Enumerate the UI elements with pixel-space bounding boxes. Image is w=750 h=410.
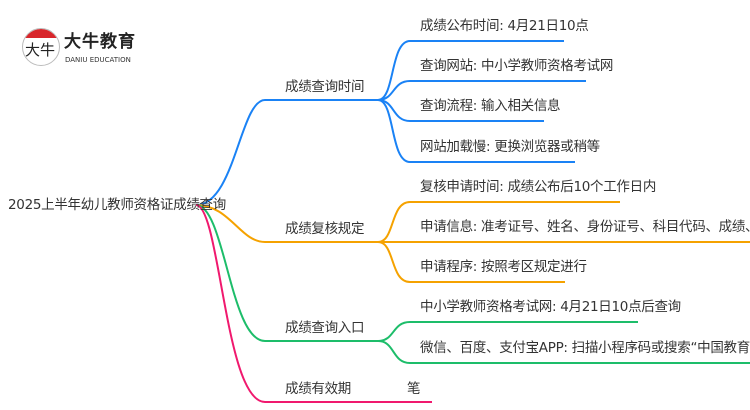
leaf-node: 申请程序: 按照考区规定进行 xyxy=(420,259,587,275)
branch-query-time: 成绩查询时间 xyxy=(285,79,365,95)
leaf-node: 笔 xyxy=(407,381,421,397)
branch-review-rules: 成绩复核规定 xyxy=(285,221,365,237)
leaf-node: 复核申请时间: 成绩公布后10个工作日内 xyxy=(420,179,657,195)
leaf-connector xyxy=(377,80,586,101)
leaf-connector xyxy=(377,241,565,283)
root-node: 2025上半年幼儿教师资格证成绩查询 xyxy=(8,197,226,213)
leaf-node: 成绩公布时间: 4月21日10点 xyxy=(420,18,589,34)
connector-pink xyxy=(195,204,432,403)
branch-validity: 成绩有效期 xyxy=(285,381,351,397)
leaf-connector xyxy=(377,321,638,342)
logo-mark-text: 大牛 xyxy=(25,41,56,59)
logo-name-en: DANIU EDUCATION xyxy=(65,56,131,64)
leaf-node: 网站加载慢: 更换浏览器或稍等 xyxy=(420,139,600,155)
connector-blue xyxy=(195,99,378,206)
leaf-node: 微信、百度、支付宝APP: 扫描小程序码或搜索“中国教育考试网” xyxy=(420,340,750,356)
connector-green xyxy=(195,204,378,342)
leaf-connector xyxy=(377,99,575,163)
leaf-connector xyxy=(377,340,750,364)
leaf-connector xyxy=(377,201,620,243)
logo-mark-icon: 大牛 xyxy=(22,28,60,66)
leaf-connector xyxy=(377,40,564,101)
leaf-node: 申请信息: 准考证号、姓名、身份证号、科目代码、成绩、联系电话 xyxy=(420,219,750,235)
branch-query-entry: 成绩查询入口 xyxy=(285,320,365,336)
connector-orange xyxy=(195,204,378,243)
logo-name-cn: 大牛教育 xyxy=(64,32,136,52)
leaf-node: 查询流程: 输入相关信息 xyxy=(420,98,561,114)
leaf-node: 中小学教师资格考试网: 4月21日10点后查询 xyxy=(420,299,681,315)
leaf-node: 查询网站: 中小学教师资格考试网 xyxy=(420,58,614,74)
